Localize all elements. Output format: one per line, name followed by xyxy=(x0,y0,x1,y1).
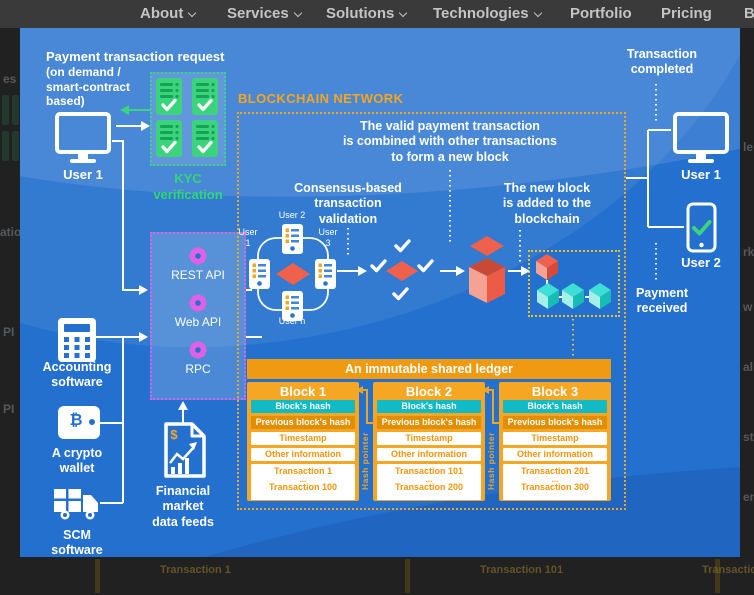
block-title: Block 1 xyxy=(279,384,327,399)
dollar-icon: $ xyxy=(170,427,178,442)
tx-dots: ... xyxy=(299,475,307,484)
chevron-down-icon xyxy=(293,8,302,18)
api-rpc-label: RPC xyxy=(185,362,211,376)
nav-services[interactable]: Services xyxy=(227,5,302,22)
tx-dots: ... xyxy=(551,475,559,484)
wallet-label: A crypto wallet xyxy=(51,446,103,476)
backdrop-bottom: Transaction 1 Transaction 101 Transactio… xyxy=(20,557,754,595)
blockchain-network-box xyxy=(237,112,626,510)
prev-hash-row: Previous block's hash xyxy=(251,416,355,429)
transaction-completed-label: Transaction completed xyxy=(626,47,698,77)
ledger-block-1: Block 1 Block's hash Previous block's ha… xyxy=(247,382,359,501)
scm-label: SCM software xyxy=(51,528,103,558)
backdrop-text: w xyxy=(743,300,753,314)
block-hash-row: Block's hash xyxy=(377,400,481,413)
chevron-down-icon xyxy=(399,8,408,18)
api-rest-label: REST API xyxy=(171,268,225,282)
right-user1-label: User 1 xyxy=(681,167,721,182)
block-hash-row: Block's hash xyxy=(503,400,607,413)
backdrop-text: rk xyxy=(743,245,754,259)
request-title: Payment transaction request xyxy=(46,49,225,64)
other-info-row: Other information xyxy=(503,448,607,461)
tx-last: Transaction 100 xyxy=(268,482,338,492)
backdrop-text: PI xyxy=(3,325,15,339)
block-hash-row: Block's hash xyxy=(251,400,355,413)
backdrop-left: es atio PI PI xyxy=(0,28,22,595)
ledger-block-3: Block 3 Block's hash Previous block's ha… xyxy=(499,382,611,501)
other-info-row: Other information xyxy=(377,448,481,461)
backdrop-right: le rk w all sts en xyxy=(740,28,754,595)
backdrop-text: PI xyxy=(3,402,15,416)
cluster-usern-label: User n xyxy=(278,316,306,326)
transactions-row: Transaction 101 ... Transaction 200 xyxy=(377,464,481,500)
network-title: BLOCKCHAIN NETWORK xyxy=(238,91,404,106)
tx-dots: ... xyxy=(425,475,433,484)
bitcoin-icon: ₿ xyxy=(69,410,83,429)
tx-last: Transaction 300 xyxy=(520,482,590,492)
timestamp-row: Timestamp xyxy=(251,432,355,445)
user1-label: User 1 xyxy=(63,167,103,182)
nav-pricing[interactable]: Pricing xyxy=(661,5,712,22)
nav-technologies[interactable]: Technologies xyxy=(433,5,542,22)
block-title: Block 2 xyxy=(405,384,453,399)
tx-first: Transaction 101 xyxy=(394,466,464,476)
hash-pointer-label: Hash pointer xyxy=(360,432,370,490)
transactions-row: Transaction 201 ... Transaction 300 xyxy=(503,464,607,500)
backdrop-text: Transaction 101 xyxy=(480,564,564,576)
backdrop-text: es xyxy=(3,72,17,86)
backdrop-text: sts xyxy=(743,430,754,444)
cluster-user2-label: User 2 xyxy=(278,210,306,220)
right-user2-label: User 2 xyxy=(681,255,721,270)
tx-first: Transaction 1 xyxy=(273,466,333,476)
top-navbar: About Services Solutions Technologies Po… xyxy=(0,0,754,28)
cluster-user1-label: User 1 xyxy=(238,227,258,248)
payment-received-label: Payment received xyxy=(635,286,689,316)
timestamp-row: Timestamp xyxy=(377,432,481,445)
backdrop-text: en xyxy=(743,490,754,504)
backdrop-text: atio xyxy=(0,225,22,239)
chevron-down-icon xyxy=(188,8,197,18)
nav-blog[interactable]: Bl xyxy=(744,5,754,22)
blockchain-cubes-box xyxy=(528,250,620,317)
ledger-banner: An immutable shared ledger xyxy=(247,359,611,379)
tx-first: Transaction 201 xyxy=(520,466,590,476)
step-combine-text: The valid payment transaction is combine… xyxy=(343,119,557,164)
chevron-down-icon xyxy=(533,8,542,18)
kyc-label: KYC verification xyxy=(153,171,223,202)
feeds-label: Financial market data feeds xyxy=(152,484,214,529)
backdrop-text: Transaction 201 xyxy=(702,564,754,576)
other-info-row: Other information xyxy=(251,448,355,461)
prev-hash-row: Previous block's hash xyxy=(503,416,607,429)
nav-solutions[interactable]: Solutions xyxy=(326,5,408,22)
tx-last: Transaction 200 xyxy=(394,482,464,492)
nav-about[interactable]: About xyxy=(140,5,197,22)
block-title: Block 3 xyxy=(531,384,579,399)
api-web-label: Web API xyxy=(174,315,222,329)
prev-hash-row: Previous block's hash xyxy=(377,416,481,429)
step-consensus-text: Consensus-based transaction validation xyxy=(294,181,402,226)
backdrop-text: Transaction 1 xyxy=(160,564,231,576)
backdrop-text: le xyxy=(743,140,754,154)
hash-pointer-label: Hash pointer xyxy=(486,432,496,490)
transactions-row: Transaction 1 ... Transaction 100 xyxy=(251,464,355,500)
request-subtitle: (on demand / smart-contract based) xyxy=(46,65,131,109)
backdrop-text: all xyxy=(743,360,754,374)
step-added-text: The new block is added to the blockchain xyxy=(502,181,592,226)
nav-portfolio[interactable]: Portfolio xyxy=(570,5,632,22)
timestamp-row: Timestamp xyxy=(503,432,607,445)
cluster-user3-label: User 3 xyxy=(318,227,338,248)
accounting-label: Accounting software xyxy=(42,360,112,390)
ledger-block-2: Block 2 Block's hash Previous block's ha… xyxy=(373,382,485,501)
